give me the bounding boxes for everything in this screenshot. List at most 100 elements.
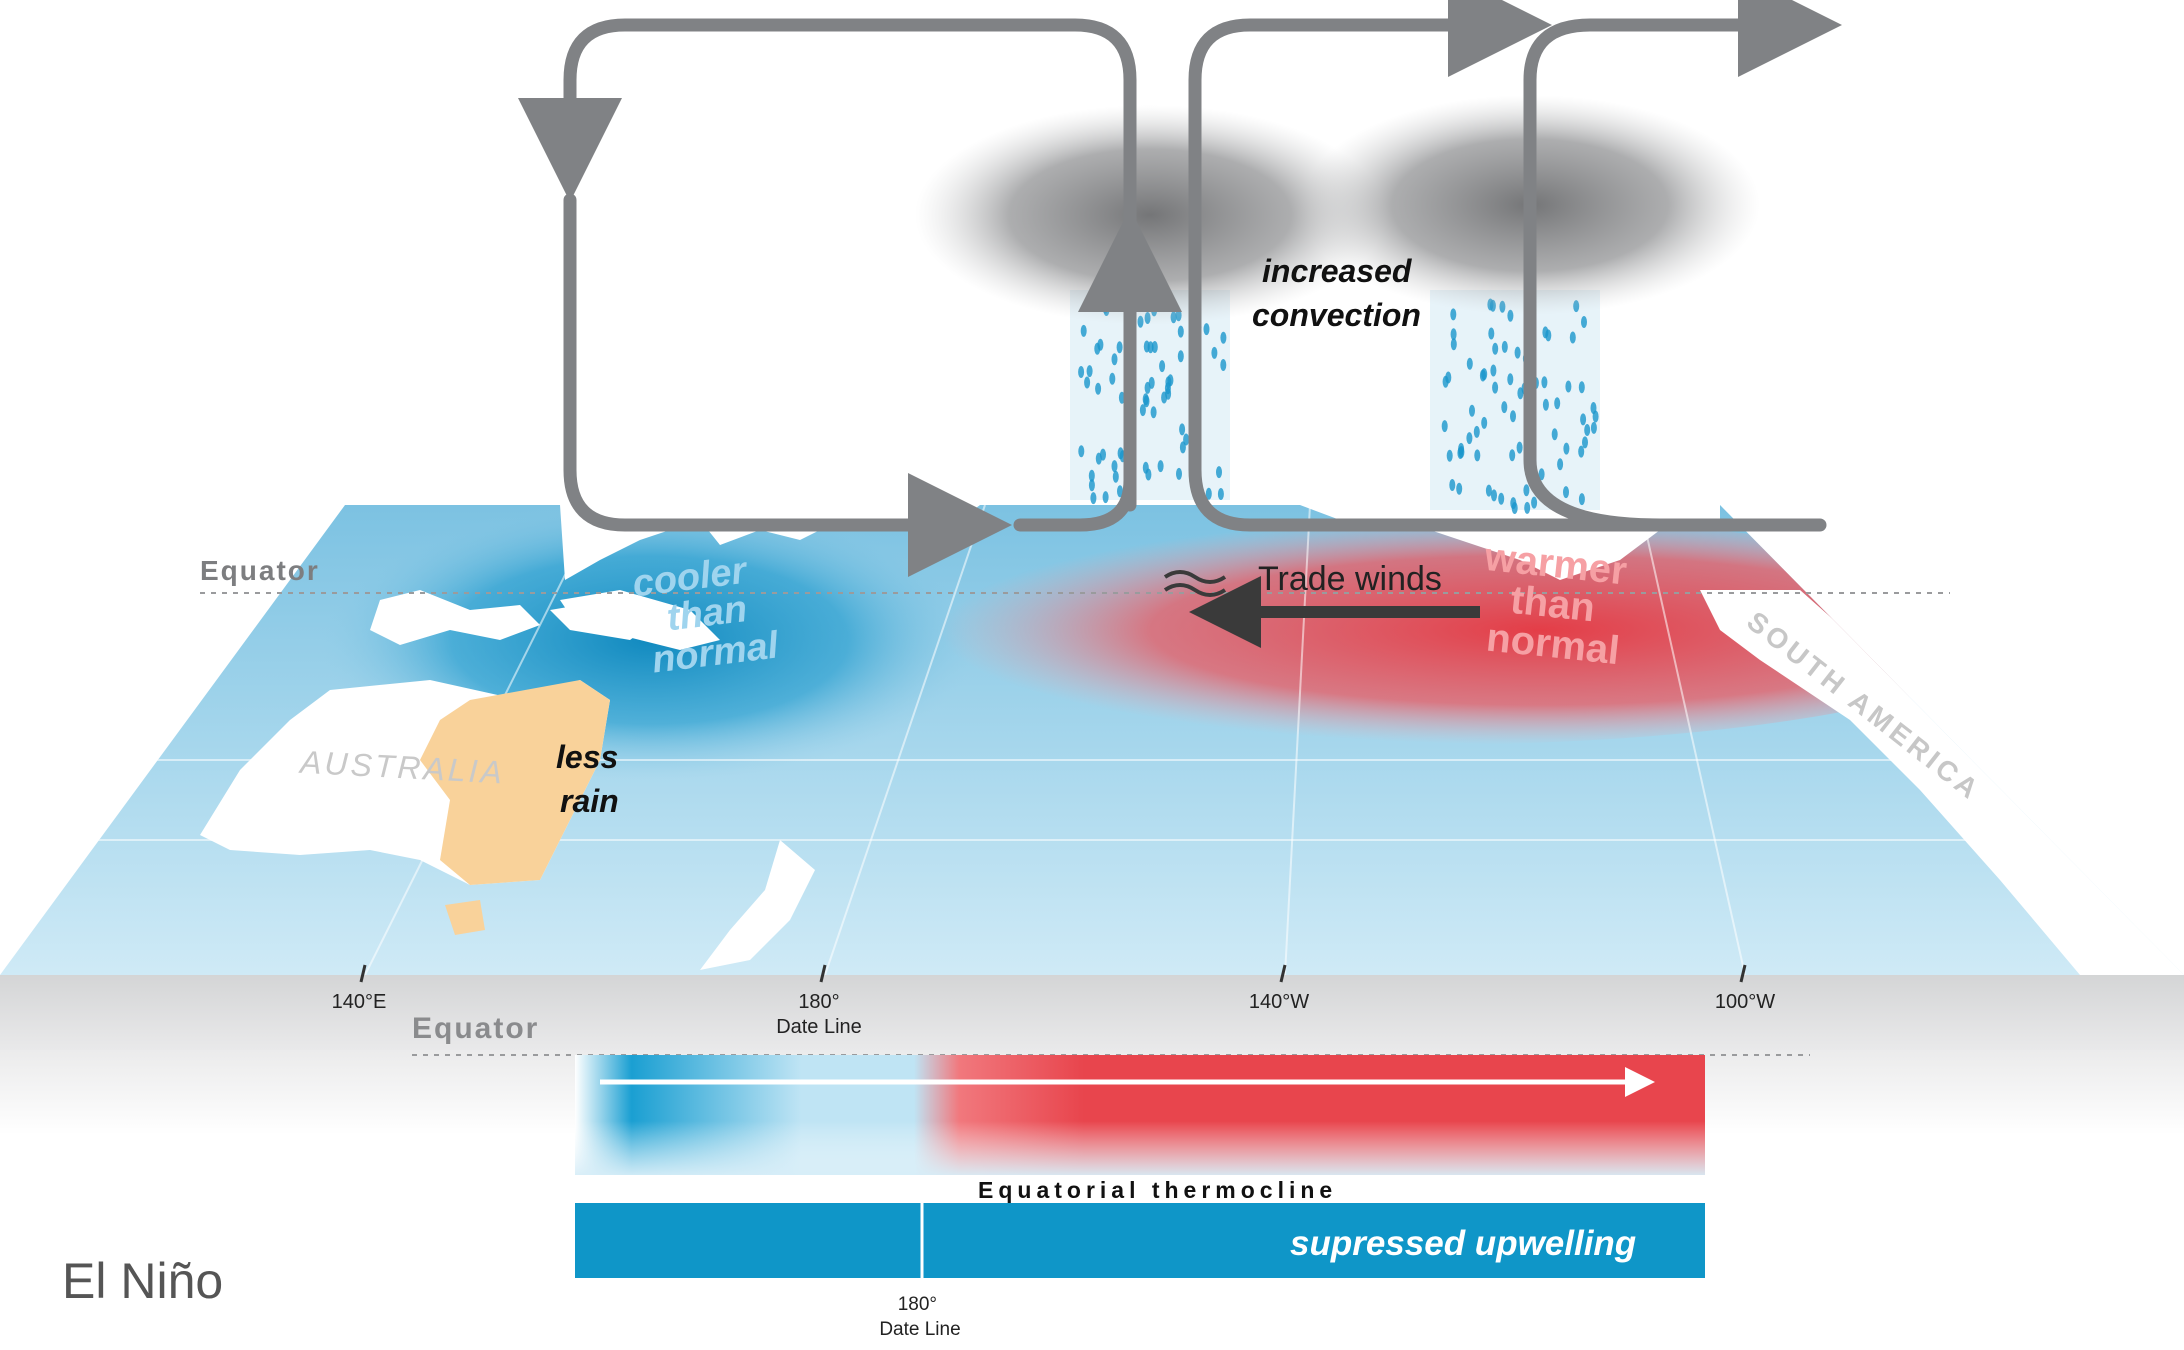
raindrop: [1501, 340, 1508, 353]
tick-mark: [819, 964, 827, 983]
raindrop: [1442, 375, 1449, 388]
raindrop: [1498, 492, 1505, 505]
raindrop: [1217, 488, 1224, 500]
maritime-islands: [370, 590, 650, 645]
raindrop: [1111, 460, 1118, 473]
raindrop: [1205, 487, 1212, 500]
raindrop: [1565, 380, 1572, 393]
raindrop: [1165, 387, 1172, 400]
raindrop: [1441, 420, 1448, 433]
tick-label: 100°W: [1715, 991, 1775, 1013]
raindrop: [1563, 442, 1570, 455]
raindrop: [1159, 360, 1166, 373]
raindrop: [1157, 460, 1164, 473]
raindrop: [1095, 382, 1102, 395]
raindrop: [1084, 376, 1091, 389]
raindrop: [1095, 452, 1102, 465]
raindrop: [1485, 484, 1492, 497]
raindrop: [1097, 338, 1104, 351]
raindrop: [1507, 373, 1514, 386]
tick-mark: [1739, 964, 1747, 983]
raindrop: [1147, 341, 1154, 354]
raindrop: [1102, 491, 1109, 504]
raindrop: [1524, 501, 1531, 514]
raindrop: [1142, 393, 1149, 406]
raindrop: [1582, 436, 1588, 449]
raindrop: [1481, 416, 1488, 429]
raindrop: [1456, 482, 1463, 495]
raindrop: [1078, 445, 1085, 458]
trade-winds-label: Trade winds: [1258, 560, 1442, 598]
raindrop: [1088, 469, 1095, 482]
wind-icon: [1163, 570, 1227, 597]
raindrop: [1183, 433, 1190, 446]
raindrop: [1578, 381, 1585, 394]
raindrop: [1551, 428, 1558, 441]
ascending-west-arrow: [1013, 208, 1182, 532]
tick-band: [0, 975, 2184, 1050]
raindrop: [1139, 404, 1146, 417]
raindrop: [1523, 484, 1530, 497]
tick-mark: [359, 964, 367, 983]
upwelling-label: supressed upwelling: [1290, 1224, 1636, 1263]
tick-sublabel: Date Line: [776, 1016, 862, 1038]
increased-convection-label: increased convection: [1252, 253, 1421, 333]
raindrop: [1531, 496, 1538, 509]
raindrop: [1450, 308, 1457, 321]
raindrop: [1150, 406, 1157, 419]
date-line-bottom-label: 180° Date Line: [879, 1294, 960, 1340]
raindrop: [1580, 413, 1587, 426]
raindrop: [1117, 485, 1123, 498]
raindrop: [1211, 346, 1218, 359]
raindrop: [1216, 466, 1222, 479]
ascending-far-east-arrow: [1523, 0, 1842, 532]
raindrop: [1510, 410, 1516, 423]
walker-circulation: [518, 0, 1842, 577]
raindrop: [1090, 492, 1097, 505]
raindrop: [1466, 432, 1473, 445]
raindrop: [1511, 502, 1518, 514]
new-guinea: [560, 590, 720, 650]
raindrop: [1086, 365, 1093, 378]
raindrop: [1490, 364, 1497, 377]
raindrop: [1117, 447, 1124, 460]
tick-label: 180°: [798, 991, 839, 1013]
raindrop: [1111, 353, 1118, 366]
raindrop: [1220, 359, 1227, 371]
raindrop: [1116, 341, 1123, 354]
south-america-landmass: [1700, 590, 2184, 975]
raindrop: [1466, 357, 1473, 370]
raindrop: [1581, 316, 1587, 328]
raindrop: [1584, 424, 1591, 436]
new-zealand: [700, 840, 815, 970]
tick-label: 140°E: [332, 991, 387, 1013]
raindrop: [1220, 331, 1227, 344]
raindrop: [1112, 470, 1119, 483]
raindrop: [1557, 458, 1564, 471]
raindrop: [1177, 350, 1184, 363]
raindrop: [1088, 479, 1095, 492]
raindrop: [1578, 445, 1585, 458]
raindrop: [1109, 372, 1116, 385]
raindrop: [1450, 328, 1457, 341]
raindrop: [1541, 376, 1548, 389]
raindrop: [1488, 327, 1495, 340]
equator-label-top: Equator: [200, 555, 320, 586]
raindrop: [1446, 449, 1453, 462]
raindrop: [1481, 368, 1488, 381]
raindrop: [1450, 338, 1457, 351]
raindrop: [1078, 366, 1085, 378]
raindrop: [1469, 404, 1475, 417]
rain-region-east: [1430, 290, 1600, 510]
warm-anomaly: [820, 515, 2020, 745]
raindrop: [1542, 398, 1549, 411]
raindrop: [1569, 331, 1576, 344]
raindrop: [1509, 449, 1516, 462]
upwelling-bar: [575, 1203, 1705, 1278]
equator-label-bottom: Equator: [412, 1012, 539, 1045]
page-title: El Niño: [62, 1253, 223, 1309]
raindrop: [1538, 468, 1545, 481]
ascending-east-arrow: [1188, 0, 1827, 532]
raindrop: [1179, 423, 1186, 436]
